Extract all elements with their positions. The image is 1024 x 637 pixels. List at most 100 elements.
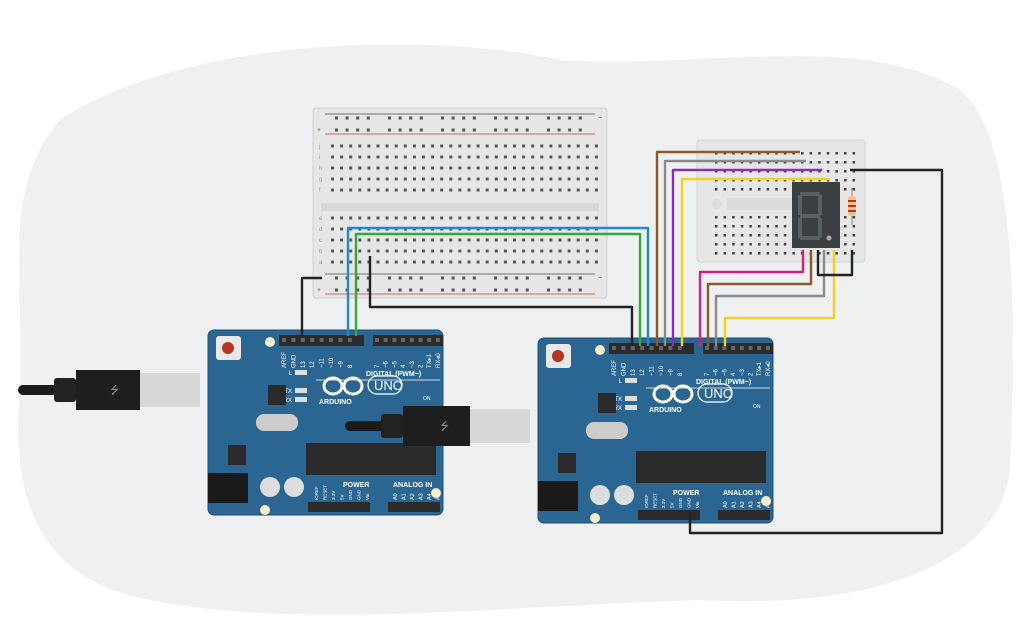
hole[interactable] bbox=[403, 216, 407, 220]
hole[interactable] bbox=[567, 166, 571, 170]
header-pin[interactable] bbox=[375, 338, 379, 342]
wire-seg-gray-bottom[interactable] bbox=[714, 250, 826, 346]
hole[interactable] bbox=[331, 227, 334, 231]
hole[interactable] bbox=[431, 249, 435, 253]
hole[interactable] bbox=[723, 152, 727, 155]
usb-cable-left-connector[interactable] bbox=[140, 373, 200, 407]
hole[interactable] bbox=[458, 216, 462, 220]
hole[interactable] bbox=[715, 252, 718, 255]
hole[interactable] bbox=[376, 177, 380, 181]
rail-hole[interactable] bbox=[547, 288, 550, 292]
hole[interactable] bbox=[394, 216, 398, 220]
header-pin[interactable] bbox=[713, 346, 718, 350]
rail-hole[interactable] bbox=[409, 276, 413, 280]
hole[interactable] bbox=[740, 188, 744, 191]
rail-hole[interactable] bbox=[388, 128, 391, 132]
rail-hole[interactable] bbox=[419, 128, 423, 132]
header-pin[interactable] bbox=[748, 346, 753, 350]
rail-hole[interactable] bbox=[388, 116, 391, 120]
hole[interactable] bbox=[522, 144, 526, 148]
hole[interactable] bbox=[723, 161, 727, 164]
header-pin[interactable] bbox=[392, 338, 397, 342]
hole[interactable] bbox=[844, 161, 847, 164]
hole[interactable] bbox=[818, 252, 821, 255]
hole[interactable] bbox=[376, 238, 380, 242]
hole[interactable] bbox=[775, 170, 778, 173]
hole[interactable] bbox=[766, 179, 770, 182]
hole[interactable] bbox=[766, 161, 770, 164]
hole[interactable] bbox=[558, 144, 562, 148]
hole[interactable] bbox=[449, 166, 453, 170]
hole[interactable] bbox=[358, 155, 362, 159]
hole[interactable] bbox=[458, 260, 462, 264]
rail-hole[interactable] bbox=[441, 288, 444, 292]
hole[interactable] bbox=[503, 260, 507, 264]
hole[interactable] bbox=[422, 249, 425, 253]
hole[interactable] bbox=[775, 188, 778, 191]
hole[interactable] bbox=[567, 249, 571, 253]
hole[interactable] bbox=[740, 225, 744, 228]
hole[interactable] bbox=[385, 238, 389, 242]
hole[interactable] bbox=[513, 188, 516, 192]
hole[interactable] bbox=[715, 234, 718, 237]
rail-hole[interactable] bbox=[388, 276, 391, 280]
wire-seg-magenta[interactable] bbox=[698, 250, 805, 346]
hole[interactable] bbox=[775, 161, 778, 164]
hole[interactable] bbox=[503, 216, 507, 220]
hole[interactable] bbox=[349, 216, 353, 220]
hole[interactable] bbox=[715, 216, 718, 219]
hole[interactable] bbox=[385, 249, 389, 253]
hole[interactable] bbox=[558, 188, 562, 192]
hole[interactable] bbox=[440, 144, 444, 148]
seven-segment-display[interactable] bbox=[792, 182, 840, 248]
hole[interactable] bbox=[349, 177, 353, 181]
rail-hole[interactable] bbox=[547, 128, 550, 132]
hole[interactable] bbox=[809, 161, 813, 164]
rail-hole[interactable] bbox=[547, 116, 550, 120]
hole[interactable] bbox=[340, 238, 344, 242]
hole[interactable] bbox=[467, 155, 471, 159]
hole[interactable] bbox=[531, 216, 535, 220]
hole[interactable] bbox=[449, 188, 453, 192]
header-pin[interactable] bbox=[338, 338, 343, 342]
hole[interactable] bbox=[594, 155, 598, 159]
hole[interactable] bbox=[412, 249, 416, 253]
hole[interactable] bbox=[358, 177, 362, 181]
hole[interactable] bbox=[758, 188, 761, 191]
hole[interactable] bbox=[852, 170, 856, 173]
rail-hole[interactable] bbox=[494, 276, 497, 280]
hole[interactable] bbox=[852, 243, 856, 246]
hole[interactable] bbox=[740, 179, 744, 182]
hole[interactable] bbox=[740, 161, 744, 164]
hole[interactable] bbox=[522, 216, 526, 220]
hole[interactable] bbox=[467, 249, 471, 253]
reset-button-cap[interactable] bbox=[552, 350, 564, 362]
hole[interactable] bbox=[431, 177, 435, 181]
hole[interactable] bbox=[801, 152, 804, 155]
rail-hole[interactable] bbox=[472, 128, 476, 132]
hole[interactable] bbox=[522, 238, 526, 242]
hole[interactable] bbox=[485, 188, 489, 192]
hole[interactable] bbox=[394, 177, 398, 181]
rail-hole[interactable] bbox=[451, 288, 455, 292]
header-pin[interactable] bbox=[329, 338, 333, 342]
header-pin[interactable] bbox=[722, 346, 727, 350]
rail-hole[interactable] bbox=[472, 276, 476, 280]
hole[interactable] bbox=[567, 177, 571, 181]
hole[interactable] bbox=[549, 144, 553, 148]
hole[interactable] bbox=[385, 216, 389, 220]
wire-seg-gray-top[interactable] bbox=[663, 159, 806, 346]
hole[interactable] bbox=[394, 249, 398, 253]
hole[interactable] bbox=[540, 177, 544, 181]
rail-hole[interactable] bbox=[515, 276, 519, 280]
hole[interactable] bbox=[749, 152, 752, 155]
hole[interactable] bbox=[585, 144, 589, 148]
hole[interactable] bbox=[358, 260, 362, 264]
hole[interactable] bbox=[358, 188, 362, 192]
rail-hole[interactable] bbox=[494, 128, 497, 132]
hole[interactable] bbox=[594, 188, 598, 192]
hole[interactable] bbox=[852, 161, 856, 164]
hole[interactable] bbox=[766, 188, 770, 191]
hole[interactable] bbox=[522, 166, 526, 170]
hole[interactable] bbox=[775, 252, 778, 255]
